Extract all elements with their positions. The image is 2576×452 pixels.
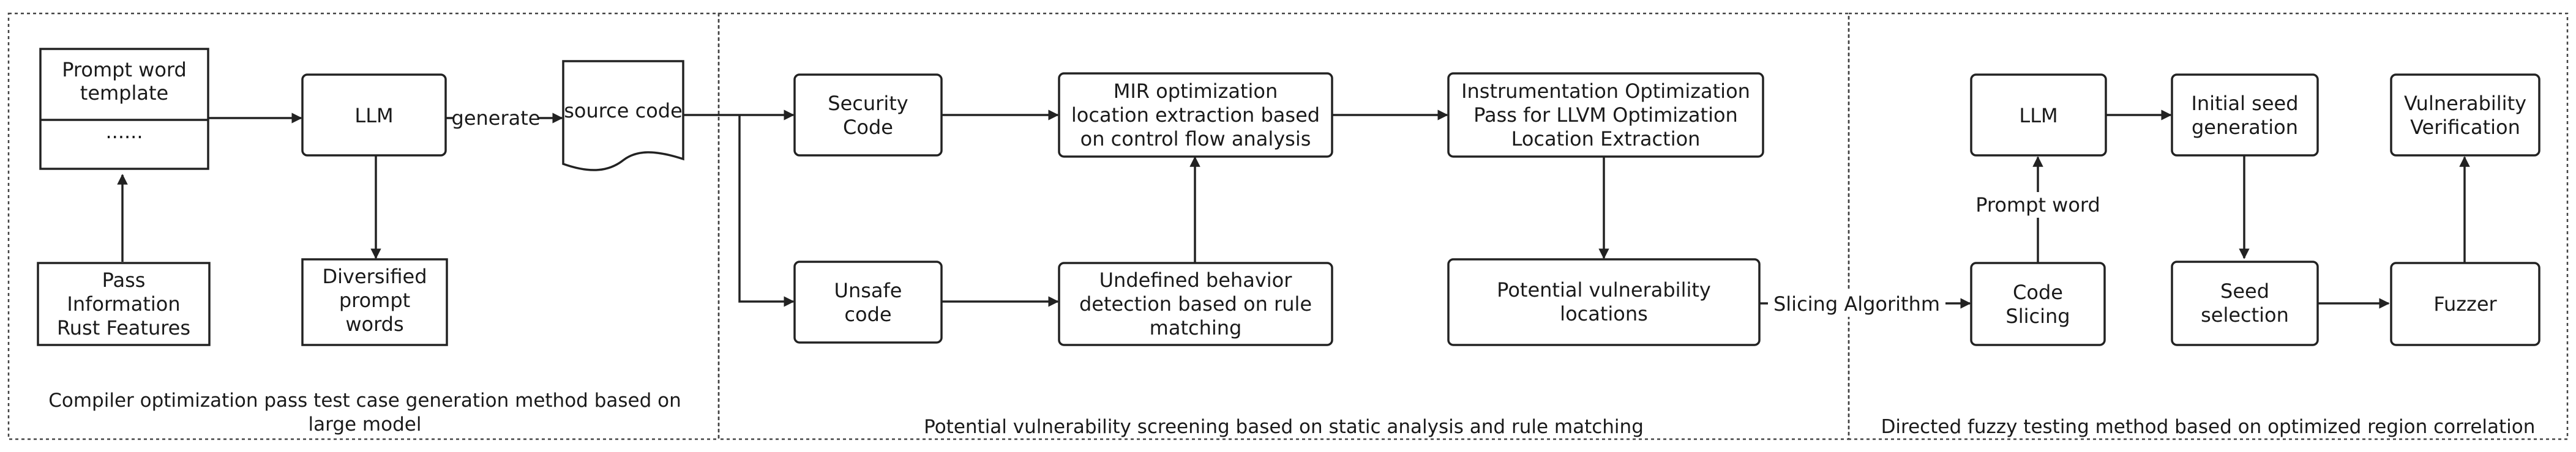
vuln-verify-line-2: Verification: [2410, 116, 2520, 139]
diversified-line-1: Diversified: [322, 265, 427, 288]
node-instrumentation-optimization: Instrumentation Optimization Pass for LL…: [1447, 72, 1764, 158]
node-security-code: Security Code: [793, 73, 943, 157]
node-vulnerability-verification: Vulnerability Verification: [2390, 73, 2540, 157]
node-seed-selection: Seed selection: [2171, 261, 2319, 346]
seed-selection-line-1: Seed: [2220, 280, 2269, 303]
vuln-verify-line-1: Vulnerability: [2404, 92, 2526, 115]
generate-label-bg: [453, 105, 539, 130]
node-llm-generator: LLM: [301, 73, 447, 157]
unsafe-code-line-2: code: [844, 303, 891, 326]
prompt-template-line-2: template: [80, 81, 168, 105]
arrow-source-to-unsafe: [738, 115, 795, 307]
seed-selection-line-2: selection: [2201, 303, 2289, 327]
mir-line-3: on control flow analysis: [1080, 127, 1311, 150]
llm-generator-label: LLM: [354, 104, 393, 127]
mir-line-1: MIR optimization: [1114, 80, 1278, 103]
diversified-line-2: prompt: [339, 289, 410, 312]
slicing-label-bg: [1768, 290, 1945, 317]
security-code-line-2: Code: [843, 116, 893, 139]
prompt-word-label-bg: [1974, 192, 2102, 218]
node-code-slicing: Code Slicing: [1970, 262, 2106, 346]
node-prompt-template: Prompt word template ......: [39, 48, 209, 170]
edge-label-slicing-algorithm: Slicing Algorithm: [1773, 292, 1940, 316]
mir-line-2: location extraction based: [1071, 103, 1320, 127]
undefined-line-1: Undefined behavior: [1099, 269, 1293, 292]
pass-info-line-1: Pass: [102, 269, 146, 292]
panel-fuzzing: [1848, 12, 2569, 440]
node-mir-optimization: MIR optimization location extraction bas…: [1058, 72, 1333, 158]
pass-info-line-2: Information: [67, 292, 180, 316]
edge-label-generate: generate: [452, 106, 541, 130]
node-initial-seed-generation: Initial seed generation: [2171, 73, 2319, 157]
potential-line-1: Potential vulnerability: [1497, 278, 1711, 302]
code-slicing-line-2: Slicing: [2005, 305, 2070, 328]
diversified-line-3: words: [345, 313, 403, 336]
node-diversified-prompts: Diversified prompt words: [301, 258, 448, 346]
initial-seed-line-1: Initial seed: [2191, 92, 2298, 115]
node-undefined-behavior: Undefined behavior detection based on ru…: [1058, 262, 1333, 346]
undefined-line-3: matching: [1150, 316, 1242, 339]
pass-info-line-3: Rust Features: [57, 316, 190, 339]
instrumentation-line-3: Location Extraction: [1511, 127, 1701, 150]
llm-fuzzing-label: LLM: [2019, 104, 2057, 127]
middle-panel-caption: Potential vulnerability screening based …: [924, 416, 1644, 438]
prompt-template-line-1: Prompt word: [62, 58, 187, 81]
node-unsafe-code: Unsafe code: [793, 261, 943, 344]
instrumentation-line-2: Pass for LLVM Optimization: [1473, 103, 1738, 127]
security-code-line-1: Security: [828, 92, 908, 115]
panel-llm-generation: [7, 12, 720, 440]
right-panel-caption: Directed fuzzy testing method based on o…: [1881, 416, 2536, 438]
source-code-label: source code: [564, 99, 683, 122]
undefined-line-2: detection based on rule: [1079, 292, 1312, 316]
potential-line-2: locations: [1560, 302, 1648, 325]
instrumentation-line-1: Instrumentation Optimization: [1461, 80, 1750, 103]
node-potential-vulnerability-locations: Potential vulnerability locations: [1447, 258, 1761, 346]
unsafe-code-line-1: Unsafe: [834, 279, 902, 302]
node-fuzzer: Fuzzer: [2390, 262, 2540, 346]
code-slicing-line-1: Code: [2013, 281, 2063, 304]
fuzzer-label: Fuzzer: [2433, 292, 2497, 316]
prompt-template-ellipsis: ......: [105, 120, 143, 143]
edge-label-prompt-word: Prompt word: [1975, 193, 2100, 217]
left-panel-caption-line-1: Compiler optimization pass test case gen…: [48, 390, 681, 412]
node-source-code: source code: [562, 60, 684, 171]
left-panel-caption-line-2: large model: [309, 413, 422, 435]
node-pass-information: Pass Information Rust Features: [37, 262, 211, 346]
node-llm-fuzzing: LLM: [1970, 73, 2107, 157]
initial-seed-line-2: generation: [2192, 116, 2298, 139]
